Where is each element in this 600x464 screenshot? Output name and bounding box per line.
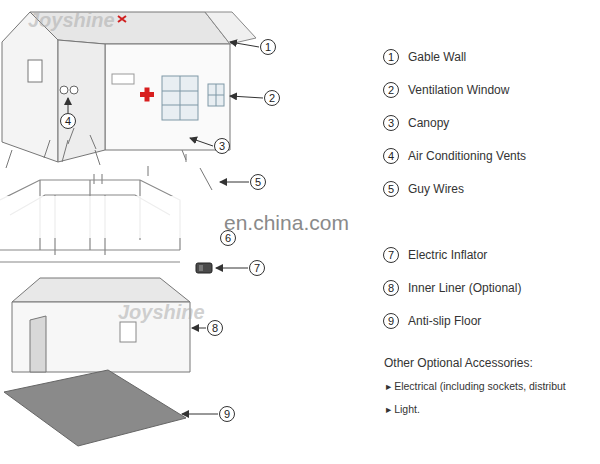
blur-band	[0, 196, 240, 238]
legend-number: 7	[388, 250, 394, 261]
legend-number: 2	[388, 85, 394, 96]
anti-slip-floor	[4, 370, 186, 446]
watermark: en.china.com	[224, 212, 349, 233]
legend-circles	[384, 50, 399, 329]
canopy	[30, 12, 230, 162]
accessories-heading: Other Optional Accessories:	[384, 357, 533, 369]
callout-number: 4	[65, 116, 71, 127]
part-name: Electric Inflator	[408, 249, 487, 261]
electric-inflator	[196, 263, 212, 273]
gable-wall-left	[2, 12, 58, 162]
inner-liner	[12, 278, 190, 372]
watermark: Joyshine	[28, 10, 115, 30]
legend-number: 4	[388, 151, 394, 162]
ventilation-window	[208, 84, 224, 106]
gable-wall-right	[205, 12, 256, 44]
part-name: Canopy	[408, 117, 449, 129]
callout-number: 9	[224, 409, 230, 420]
callout-number: 8	[212, 323, 218, 334]
callout-number: 1	[265, 42, 271, 53]
legend-number: 5	[388, 184, 394, 195]
accessory-item: ▸ Light.	[386, 404, 420, 415]
callout-number: 5	[255, 177, 261, 188]
part-name: Anti-slip Floor	[408, 315, 481, 327]
part-name: Ventilation Window	[408, 84, 509, 96]
accessory-item: ▸ Electrical (including sockets, distrib…	[386, 381, 566, 392]
legend-number: 1	[388, 52, 394, 63]
legend-number: 8	[388, 283, 394, 294]
part-name: Gable Wall	[408, 51, 466, 63]
part-name: Air Conditioning Vents	[408, 150, 526, 162]
part-name: Guy Wires	[408, 183, 464, 195]
callout-number: 6	[225, 233, 231, 244]
callout-number: 3	[219, 141, 225, 152]
part-name: Inner Liner (Optional)	[408, 282, 521, 294]
legend-number: 9	[388, 316, 394, 327]
guy-wires	[6, 128, 212, 190]
legend-number: 3	[388, 118, 394, 129]
callout-number: 7	[254, 263, 260, 274]
watermark: Joyshine	[118, 302, 205, 322]
callout-number: 2	[269, 93, 275, 104]
